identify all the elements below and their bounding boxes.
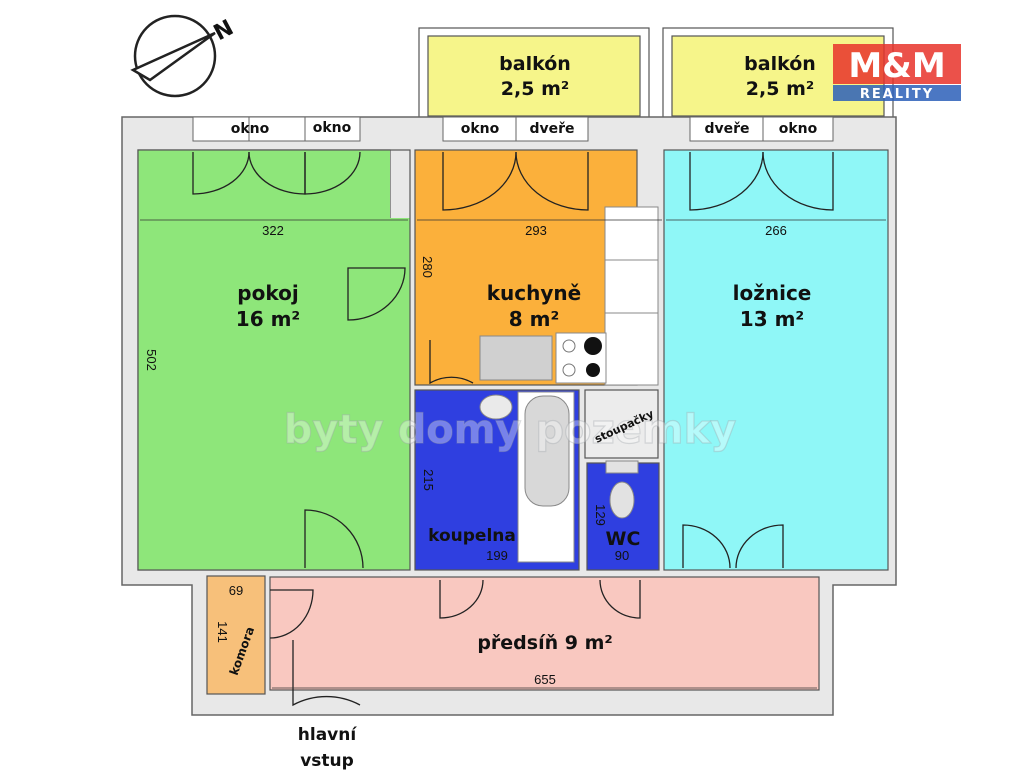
bathtub-basin [524, 395, 570, 507]
compass-north-label: N [210, 15, 238, 46]
pokoj-name: pokoj [237, 281, 298, 305]
komora-depth: 141 [215, 621, 230, 643]
logo-mm-text: M&M [848, 46, 945, 86]
koupelna-depth: 215 [421, 469, 436, 491]
room-stoupacky [584, 389, 659, 459]
opening-label-4: dveře [529, 121, 574, 137]
compass-icon: N [130, 14, 238, 98]
door-swings [192, 151, 834, 707]
pokoj-depth: 502 [144, 349, 159, 371]
opening-label-6: okno [779, 121, 818, 137]
koupelna-width: 199 [486, 548, 508, 563]
pokoj-area: 16 m² [236, 307, 300, 331]
opening-label-3: okno [461, 121, 500, 137]
stove-icon [555, 332, 607, 384]
entrance-label-line1: hlavní [298, 725, 358, 745]
loznice-name: ložnice [733, 281, 812, 305]
opening-label-2: okno [313, 120, 352, 136]
komora-width: 69 [229, 583, 243, 598]
top-openings: okno okno okno dveře dveře okno [192, 116, 834, 142]
wc-name: WC [606, 528, 641, 550]
balcony-right-area: 2,5 m² [746, 78, 814, 100]
opening-label-1: okno [231, 121, 270, 137]
balcony-left-area: 2,5 m² [501, 78, 569, 100]
kuchyne-depth: 280 [420, 256, 435, 278]
kitchen-counter [604, 206, 659, 386]
dimension-lines [140, 219, 886, 689]
pokoj-width: 322 [262, 223, 284, 238]
sink-icon [479, 394, 513, 420]
koupelna-name: koupelna [428, 526, 516, 546]
predsin-name: předsíň 9 m² [477, 632, 612, 654]
opening-label-5: dveře [704, 121, 749, 137]
wc-width: 90 [615, 548, 629, 563]
kuchyne-name: kuchyně [487, 281, 581, 305]
room-loznice [663, 149, 889, 571]
wc-depth: 129 [593, 504, 608, 526]
loznice-area: 13 m² [740, 307, 804, 331]
predsin-width: 655 [534, 672, 556, 687]
kuchyne-width: 293 [525, 223, 547, 238]
company-logo: M&M REALITY [833, 44, 961, 102]
toilet-icon [609, 481, 635, 519]
room-predsin [269, 576, 820, 691]
logo-reality-text: REALITY [860, 87, 934, 102]
room-komora [206, 575, 266, 695]
kuchyne-area: 8 m² [509, 307, 559, 331]
watermark-text: byty domy pozemky [284, 407, 737, 453]
loznice-width: 266 [765, 223, 787, 238]
balcony-left-name: balkón [499, 53, 571, 75]
entrance-label-line2: vstup [300, 751, 354, 771]
kitchen-sink-icon [479, 335, 553, 381]
balcony-left: balkón 2,5 m² [418, 27, 650, 119]
balcony-right-name: balkón [744, 53, 816, 75]
